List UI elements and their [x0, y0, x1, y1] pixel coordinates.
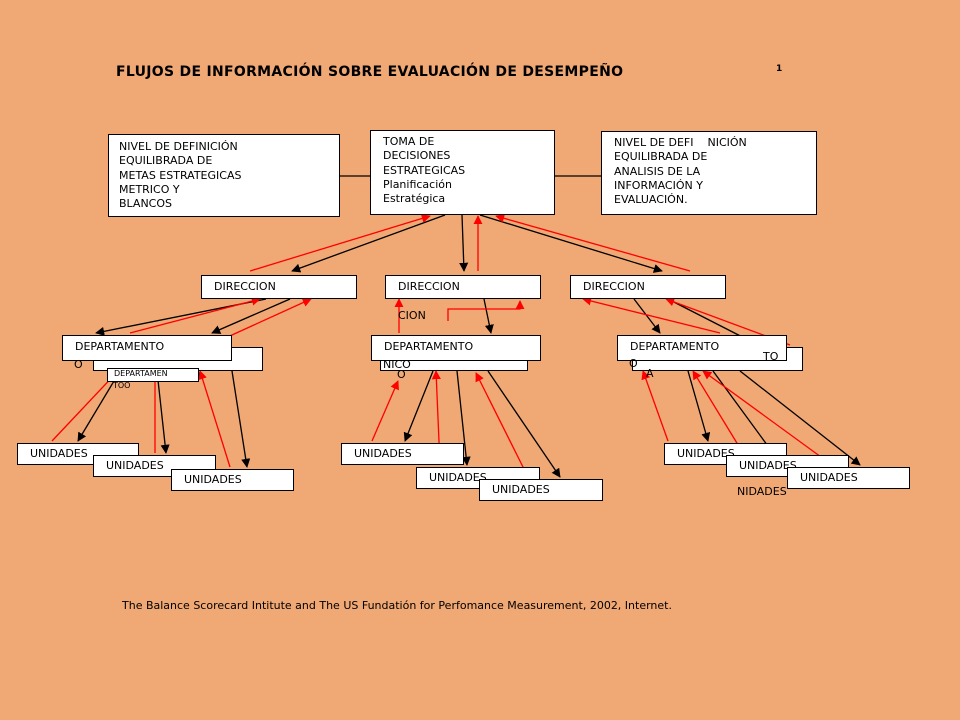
text-line: TOMA DE: [383, 135, 435, 148]
fragment-cion: CION: [398, 309, 426, 322]
departamento-label: DEPARTAMENTO: [630, 340, 720, 353]
box-departamento-1: DEPARTAMENTO: [62, 335, 232, 361]
text-line: NIVEL DE DEFINICIÓN: [119, 140, 238, 153]
down-arrow: [291, 214, 446, 273]
up-arrow: [371, 380, 399, 442]
box-nivel-metas: NIVEL DE DEFINICIÓN EQUILIBRADA DE METAS…: [108, 134, 340, 217]
up-arrow: [198, 370, 231, 468]
unidades-label: UNIDADES: [184, 473, 242, 486]
up-arrow: [475, 372, 529, 478]
unidades-label: UNIDADES: [354, 447, 412, 460]
up-arrow: [702, 370, 833, 466]
text-line: NIVEL DE DEFI NICIÓN: [614, 136, 747, 149]
text-line: DECISIONES: [383, 149, 451, 163]
source-citation: The Balance Scorecard Intitute and The U…: [122, 599, 672, 612]
text-line: METAS ESTRATEGICAS: [119, 168, 242, 182]
text-line: ANALISIS DE LA: [614, 164, 701, 178]
text-line: INFORMACIÓN Y: [614, 178, 703, 192]
departamento-label: DEPARTAMENTO: [75, 340, 165, 353]
box-unidades-9: UNIDADES: [787, 467, 910, 489]
up-arrow: [692, 370, 744, 454]
up-arrow: [51, 370, 119, 442]
text-line: Planificación: [383, 177, 452, 191]
text-line: Estratégica: [383, 192, 446, 206]
down-arrow: [687, 370, 711, 442]
departamento-label: DEPARTAMENTO: [384, 340, 474, 353]
down-arrow: [712, 370, 774, 454]
text-line: METRICO Y: [119, 182, 180, 196]
down-arrow: [739, 370, 861, 466]
box-unidades-3: UNIDADES: [171, 469, 294, 491]
fragment-nico: NICO: [383, 358, 411, 371]
unidades-label: UNIDADES: [800, 471, 858, 484]
page-number: 1: [776, 64, 783, 74]
direccion-label: DIRECCION: [583, 280, 645, 293]
unidades-label: UNIDADES: [106, 459, 164, 472]
down-arrow: [456, 370, 471, 466]
up-arrow: [249, 214, 431, 272]
down-arrow: [403, 370, 434, 442]
fragment-o: O: [397, 368, 406, 381]
direccion-label: DIRECCION: [214, 280, 276, 293]
up-arrow: [447, 300, 525, 321]
fragment-to: TO: [763, 350, 779, 363]
text-line: BLANCOS: [119, 197, 173, 211]
down-arrow: [156, 370, 170, 454]
box-departamento-3: DEPARTAMENTO: [617, 335, 787, 361]
box-direccion-1: DIRECCION: [201, 275, 357, 299]
box-direccion-3: DIRECCION: [570, 275, 726, 299]
unidades-label: UNIDADES: [30, 447, 88, 460]
fragment-too: TOO: [113, 381, 131, 390]
up-arrow: [582, 296, 721, 334]
unidades-label: UNIDADES: [739, 459, 797, 472]
box-unidades-4: UNIDADES: [341, 443, 464, 465]
box-nivel-analisis: NIVEL DE DEFI NICIÓN EQUILIBRADA DE ANAL…: [601, 131, 817, 215]
down-arrow: [487, 370, 561, 478]
down-arrow: [231, 370, 251, 468]
up-arrow: [129, 296, 261, 334]
down-arrow: [633, 298, 661, 334]
fragment-o: O: [74, 358, 83, 371]
fragment-o: O: [629, 357, 638, 370]
departamento-label: DEPARTAMEN: [114, 369, 168, 378]
direccion-label: DIRECCION: [398, 280, 460, 293]
box-departamento-small: DEPARTAMEN: [107, 368, 199, 382]
box-unidades-6: UNIDADES: [479, 479, 603, 501]
box-departamento-2: DEPARTAMENTO: [371, 335, 541, 361]
down-arrow: [483, 298, 494, 334]
text-line: EQUILIBRADA DE: [614, 150, 708, 164]
unidades-label: UNIDADES: [492, 483, 550, 496]
down-arrow: [77, 370, 121, 442]
fragment-a: A: [646, 367, 654, 380]
box-direccion-2: DIRECCION: [385, 275, 541, 299]
down-arrow: [211, 298, 291, 334]
up-arrow: [641, 370, 669, 442]
fragment-nidades: NIDADES: [737, 485, 787, 498]
unidades-label: UNIDADES: [677, 447, 735, 460]
down-arrow: [459, 214, 469, 272]
text-line: EVALUACIÓN.: [614, 193, 688, 207]
text-line: ESTRATEGICAS: [383, 163, 466, 177]
page-title: FLUJOS DE INFORMACIÓN SOBRE EVALUACIÓN D…: [116, 64, 624, 80]
unidades-label: UNIDADES: [429, 471, 487, 484]
down-arrow: [479, 214, 663, 273]
box-toma-decisiones: TOMA DE DECISIONES ESTRATEGICAS Planific…: [370, 130, 555, 215]
up-arrow: [495, 213, 691, 272]
text-line: EQUILIBRADA DE: [119, 154, 213, 168]
